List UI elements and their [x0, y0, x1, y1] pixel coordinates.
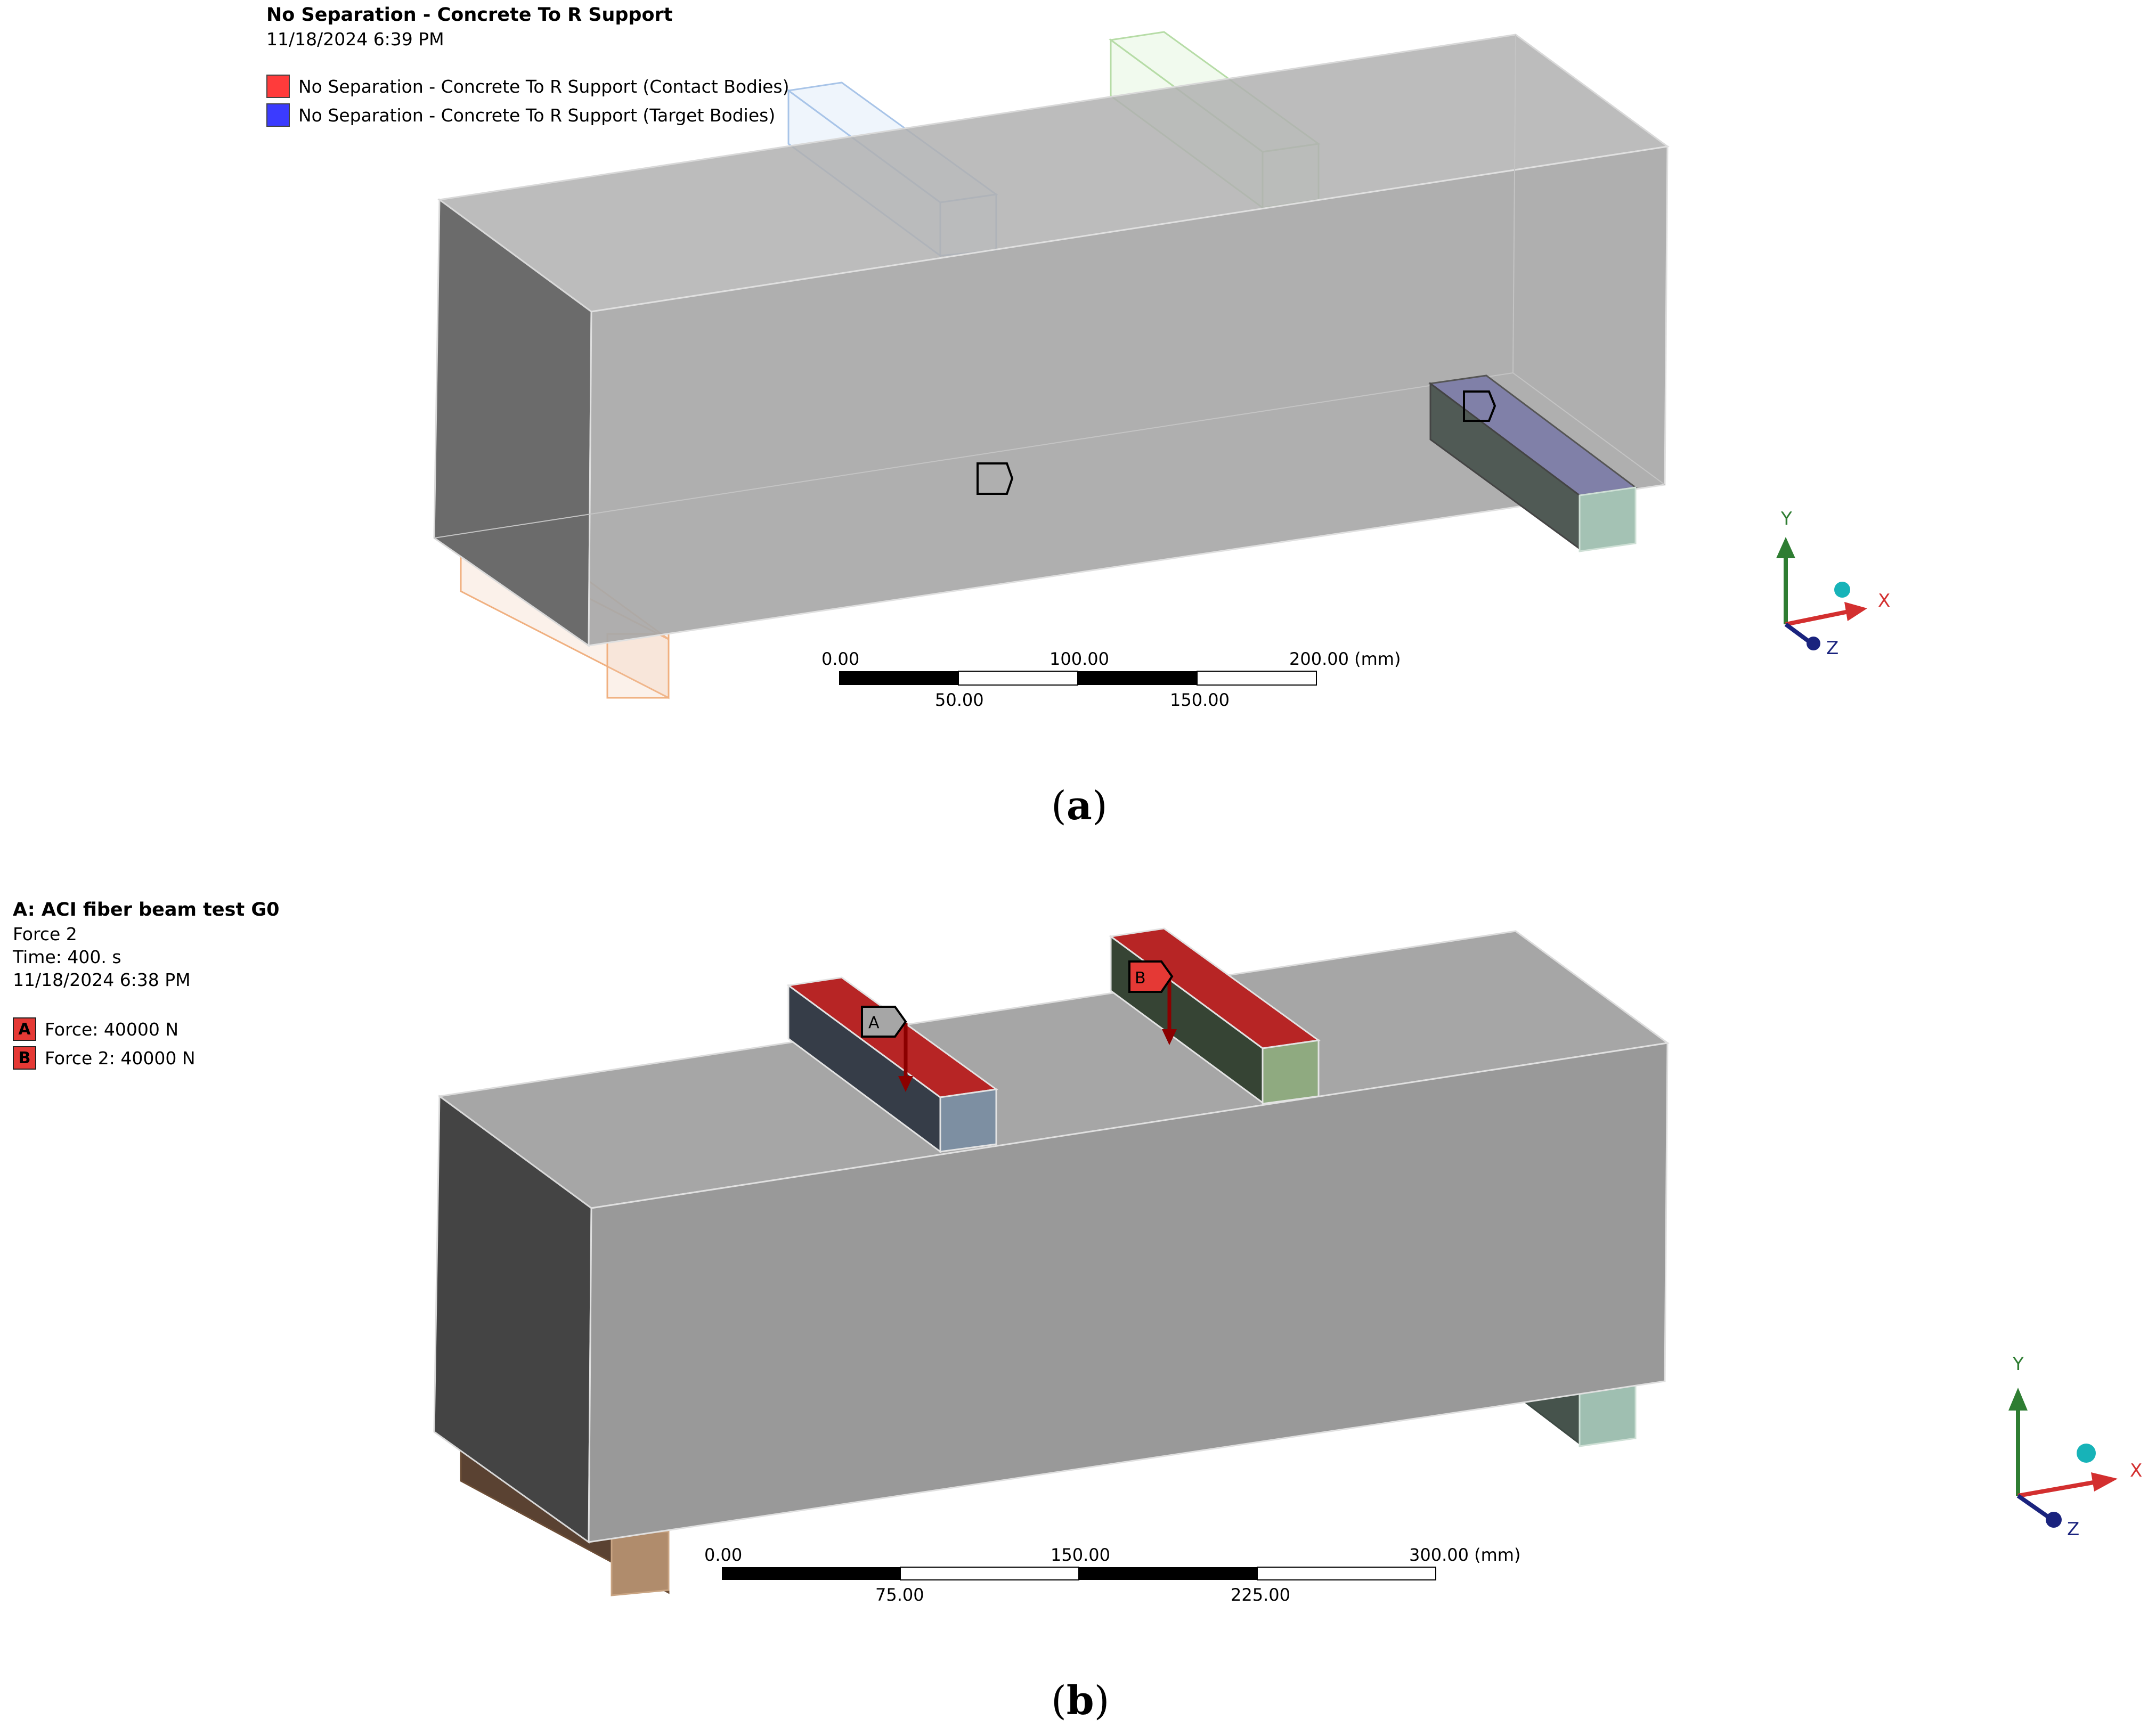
legend-b-force-badge: A — [13, 1017, 36, 1041]
legend-a-target-swatch — [266, 103, 290, 127]
scale-a-tick-150: 150.00 — [1170, 690, 1230, 710]
svg-text:A: A — [868, 1014, 880, 1032]
marker-a: A — [861, 1006, 907, 1038]
probe-marker-right — [1463, 390, 1496, 422]
legend-b-force: A Force: 40000 N — [13, 1017, 178, 1041]
legend-b-force2-badge: B — [13, 1046, 36, 1070]
legend-b-force2: B Force 2: 40000 N — [13, 1046, 196, 1070]
legend-a-contact-swatch — [266, 75, 290, 98]
axis-b-x-label: X — [2130, 1460, 2142, 1481]
scale-bar-b: 0.00 150.00 300.00 (mm) 75.00 225.00 — [704, 1545, 1520, 1605]
panel-a-model — [433, 31, 1670, 699]
legend-b-force-label: Force: 40000 N — [45, 1018, 179, 1040]
axis-a-z-label: Z — [1826, 638, 1838, 659]
legend-a-target: No Separation - Concrete To R Support (T… — [266, 103, 775, 127]
scale-b-tick-300: 300.00 (mm) — [1409, 1545, 1520, 1565]
axis-a-y-label: Y — [1780, 508, 1792, 529]
caption-b: (b) — [1051, 1678, 1110, 1724]
probe-marker-center — [977, 462, 1014, 495]
scale-b-tick-75: 75.00 — [875, 1585, 924, 1605]
panel-b-time: Time: 400. s — [13, 947, 121, 967]
panel-b-date: 11/18/2024 6:38 PM — [13, 969, 191, 990]
scale-a-tick-0: 0.00 — [821, 649, 859, 669]
panel-a-title: No Separation - Concrete To R Support — [266, 4, 673, 26]
axis-a-x-label: X — [1878, 590, 1890, 612]
panel-b-model: A B — [433, 927, 1670, 1596]
scale-a-tick-100: 100.00 — [1049, 649, 1109, 669]
axis-b-y-label: Y — [2012, 1354, 2024, 1375]
marker-b: B — [1128, 960, 1174, 993]
axis-b-z-label: Z — [2067, 1519, 2079, 1540]
scale-a-tick-50: 50.00 — [935, 690, 984, 710]
right-support-target — [1428, 374, 1638, 552]
scale-a-tick-200: 200.00 (mm) — [1289, 649, 1401, 669]
scale-b-tick-150: 150.00 — [1051, 1545, 1110, 1565]
axis-triad-a: Y X Z — [1776, 508, 1890, 659]
svg-text:B: B — [1135, 969, 1146, 988]
panel-a-header: No Separation - Concrete To R Support 11… — [266, 4, 673, 50]
legend-b-force2-label: Force 2: 40000 N — [45, 1047, 196, 1069]
panel-a-date: 11/18/2024 6:39 PM — [266, 29, 444, 50]
force-arrow-b — [1162, 975, 1177, 1045]
scale-bar-a: 0.00 100.00 200.00 (mm) 50.00 150.00 — [821, 649, 1401, 710]
panel-b-header: A: ACI fiber beam test G0 Force 2 Time: … — [13, 899, 279, 990]
scale-b-tick-0: 0.00 — [704, 1545, 742, 1565]
panel-b-subtitle: Force 2 — [13, 924, 77, 944]
axis-triad-b: Y X Z — [2008, 1354, 2142, 1540]
force-arrow-a — [898, 1023, 913, 1092]
caption-a: (a) — [1051, 783, 1108, 829]
legend-a-contact-label: No Separation - Concrete To R Support (C… — [298, 76, 790, 97]
legend-a-contact: No Separation - Concrete To R Support (C… — [266, 75, 790, 98]
legend-a-target-label: No Separation - Concrete To R Support (T… — [298, 104, 776, 126]
panel-b-title: A: ACI fiber beam test G0 — [13, 899, 280, 920]
scale-b-tick-225: 225.00 — [1231, 1585, 1290, 1605]
